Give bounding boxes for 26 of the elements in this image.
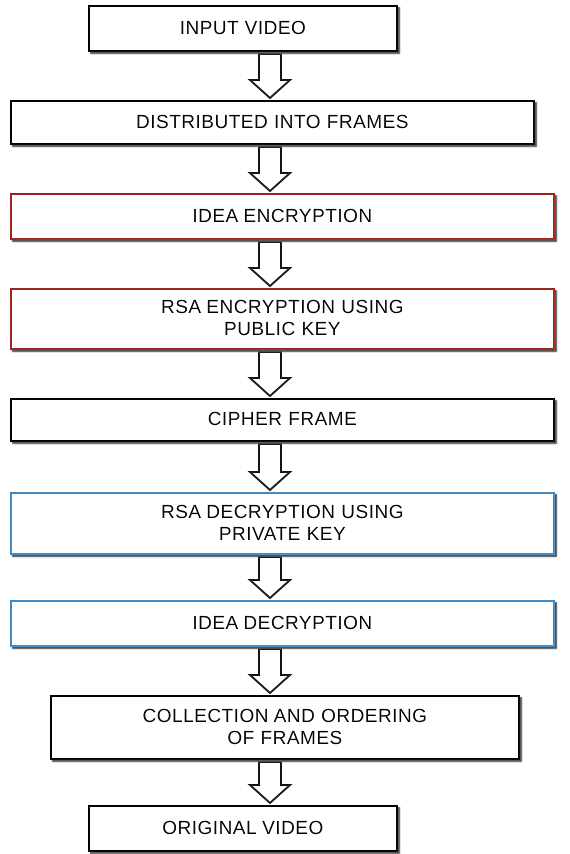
process-box: [10, 398, 555, 442]
step-label: IDEA ENCRYPTION: [192, 206, 373, 228]
process-box: [50, 695, 520, 760]
block-arrow: [247, 443, 293, 492]
step-label: RSA DECRYPTION USING PRIVATE KEY: [160, 502, 405, 546]
step-label: CIPHER FRAME: [208, 409, 358, 431]
process-box: [10, 492, 555, 555]
step-label: DISTRIBUTED INTO FRAMES: [136, 112, 409, 134]
step-label: RSA ENCRYPTION USING PUBLIC KEY: [160, 297, 405, 341]
process-box: [10, 193, 555, 240]
process-box: [10, 100, 535, 145]
process-box: [88, 5, 398, 52]
step-label: INPUT VIDEO: [180, 18, 306, 40]
step-label: COLLECTION AND ORDERING OF FRAMES: [142, 706, 428, 750]
block-arrow: [247, 556, 293, 600]
block-arrow: [247, 146, 293, 192]
block-arrow: [247, 241, 293, 288]
block-arrow: [247, 761, 293, 804]
block-arrow: [247, 351, 293, 398]
block-arrow: [247, 648, 293, 694]
step-label: ORIGINAL VIDEO: [162, 818, 324, 840]
block-arrow: [247, 53, 293, 100]
process-box: [10, 288, 555, 350]
process-box: [10, 600, 555, 647]
process-box: [88, 805, 398, 852]
step-label: IDEA DECRYPTION: [192, 612, 373, 634]
